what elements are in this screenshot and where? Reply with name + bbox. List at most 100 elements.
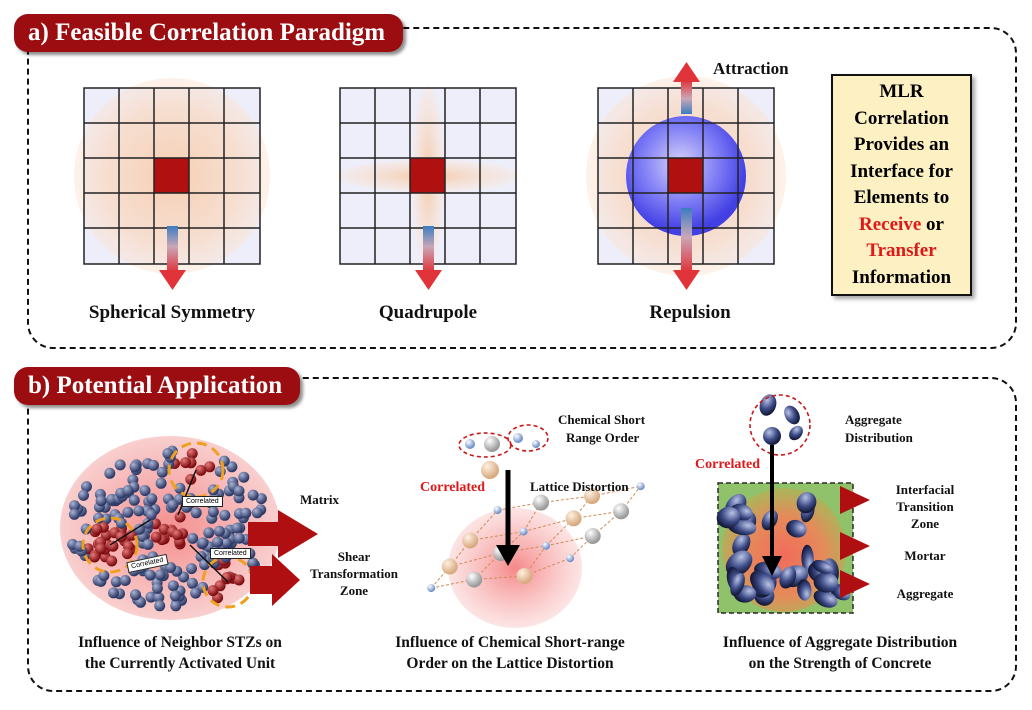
lattice-atom: [613, 503, 630, 520]
matrix-atom: [187, 532, 199, 544]
cso-atom: [465, 439, 475, 449]
caption-left-2: the Currently Activated Unit: [84, 655, 276, 672]
lattice-bond: [591, 485, 641, 497]
lattice-illustration: [427, 424, 645, 628]
matrix-atom: [238, 471, 250, 483]
lattice-bond: [545, 535, 593, 547]
matrix-atom: [128, 494, 140, 506]
matrix-atom: [145, 591, 157, 603]
label-agg-dist-1: Aggregate: [845, 412, 902, 427]
stz-arrow-shear: [250, 554, 300, 606]
matrix-atom: [167, 580, 179, 592]
aggregate-particle: [797, 579, 812, 601]
label-itz-2: Transition: [896, 499, 954, 514]
aggregate-particle: [786, 519, 807, 538]
matrix-atom: [122, 485, 134, 496]
matrix-atom: [154, 569, 166, 581]
matrix-atom: [190, 587, 202, 599]
panel-a-frame: [27, 27, 1017, 349]
info-line-1: MLR: [879, 81, 924, 102]
matrix-atom: [119, 575, 131, 586]
lattice-bond: [523, 517, 574, 533]
cso-atom: [481, 461, 499, 479]
label-stz-3: Zone: [339, 583, 369, 598]
aggregate-particle: [730, 572, 745, 597]
label-repulsion: Repulsion: [649, 302, 731, 323]
lattice-atom: [493, 506, 502, 515]
matrix-atom: [130, 589, 141, 601]
correlation-arrow: [109, 519, 151, 546]
label-attraction: Attraction: [713, 59, 789, 78]
aggregate-particle: [750, 570, 775, 595]
aggregate-particle: [732, 533, 751, 556]
matrix-atom: [226, 461, 238, 473]
matrix-atom: [139, 485, 151, 497]
label-lattice-distortion: Lattice Distortion: [530, 479, 629, 494]
aggregate-sample: [763, 427, 781, 445]
matrix-atom: [154, 600, 166, 612]
arrow-down-repulsion: [673, 208, 700, 290]
matrix-atom: [68, 508, 80, 520]
aggregate-sample: [784, 405, 800, 425]
matrix-atom: [203, 527, 215, 539]
lattice-bond: [474, 575, 525, 580]
matrix-atom: [153, 592, 165, 603]
stz-atom: [172, 529, 183, 541]
matrix-atom: [162, 448, 174, 459]
matrix-atom: [251, 507, 263, 519]
stz-atom: [204, 461, 216, 473]
caption-right-1: Influence of Aggregate Distribution: [722, 634, 958, 651]
info-line-7: Transfer: [833, 238, 970, 265]
lattice-bond: [523, 502, 542, 532]
info-transfer: Transfer: [866, 240, 937, 261]
aggregate-particle: [796, 492, 817, 514]
matrix-atom: [98, 570, 110, 582]
stz-atom: [221, 572, 233, 584]
matrix-atom: [145, 509, 157, 521]
grid-spherical: [74, 78, 270, 274]
label-quadrupole: Quadrupole: [378, 302, 478, 323]
matrix-atom: [231, 522, 243, 534]
aggregate-particle: [716, 506, 741, 529]
aggregate-particle: [813, 572, 839, 593]
caption-middle-1: Influence of Chemical Short-range: [395, 634, 625, 651]
matrix-atom: [81, 481, 92, 493]
matrix-atom: [186, 563, 197, 575]
info-line-6: Receive or: [833, 212, 970, 239]
matrix-atom: [219, 509, 231, 521]
correlation-arrow: [189, 544, 229, 583]
matrix-atom: [169, 590, 181, 602]
matrix-atom: [207, 506, 219, 518]
matrix-atom: [122, 506, 134, 518]
stz-arrow-matrix: [248, 510, 318, 558]
label-mortar: Mortar: [904, 548, 946, 563]
matrix-atom: [170, 600, 182, 612]
matrix-atom: [144, 569, 156, 581]
arrow-down-quadrupole: [415, 226, 442, 290]
label-matrix: Matrix: [300, 492, 339, 507]
stz-atom: [158, 523, 170, 535]
matrix-atom: [108, 587, 119, 599]
matrix-atom: [255, 493, 267, 505]
matrix-atom: [233, 532, 245, 544]
arrow-up-attraction: [673, 62, 700, 114]
stz-boundary: [81, 516, 139, 574]
stz-atom: [207, 585, 219, 597]
label-cso-1: Chemical Short: [558, 412, 646, 427]
matrix-atom: [110, 576, 122, 588]
matrix-atom: [134, 523, 145, 535]
lattice-atom: [584, 488, 600, 505]
mlr-info-box: MLR Correlation Provides an Interface fo…: [831, 74, 972, 296]
label-cso-2: Range Order: [566, 430, 640, 445]
stz-atom: [150, 531, 162, 543]
lattice-atom: [441, 558, 458, 575]
caption-left-1: Influence of Neighbor STZs on: [78, 634, 282, 651]
matrix-atom: [212, 536, 223, 548]
label-spherical-symmetry: Spherical Symmetry: [88, 302, 256, 323]
stz-atom: [107, 540, 119, 552]
lattice-bond: [540, 495, 593, 504]
lattice-atom: [516, 568, 533, 584]
matrix-atom: [190, 507, 202, 519]
cso-atom: [532, 440, 540, 448]
matrix-atom: [167, 499, 179, 511]
